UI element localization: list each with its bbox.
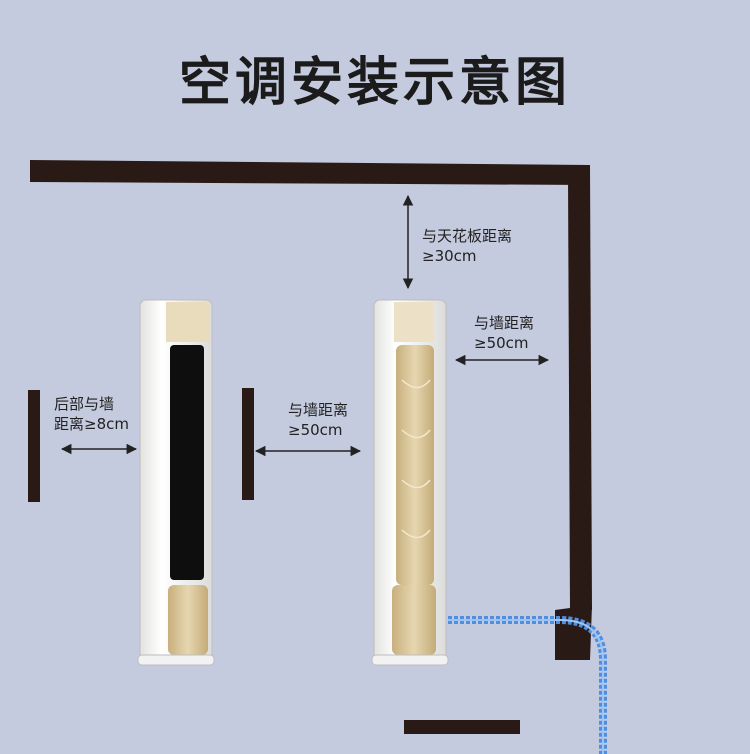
back-wall-short-left bbox=[28, 390, 40, 502]
page-title: 空调安装示意图 bbox=[178, 53, 571, 113]
ac-unit-right bbox=[371, 299, 449, 666]
ac-unit-left bbox=[137, 299, 215, 666]
floor-wall-piece bbox=[404, 720, 520, 734]
ceiling-wall bbox=[30, 160, 590, 185]
ceiling-label-line1: 与天花板距离 bbox=[422, 227, 513, 245]
ceiling-label-line2: ≥30cm bbox=[422, 247, 477, 265]
back-wall-short-center bbox=[242, 388, 254, 500]
side-wall-label-line1: 与墙距离 bbox=[288, 401, 349, 419]
side-wall-label: 与墙距离 ≥50cm bbox=[288, 400, 348, 440]
right-wall-label-line1: 与墙距离 bbox=[474, 314, 535, 332]
right-wall-label-line2: ≥50cm bbox=[474, 334, 529, 352]
back-wall-label: 后部与墙 距离≥8cm bbox=[54, 394, 129, 434]
refrigerant-pipe bbox=[448, 616, 607, 754]
back-wall-label-line1: 后部与墙 bbox=[54, 395, 115, 413]
right-wall bbox=[555, 165, 592, 660]
right-wall-label: 与墙距离 ≥50cm bbox=[474, 313, 534, 353]
back-wall-label-line2: 距离≥8cm bbox=[54, 415, 129, 433]
side-wall-label-line2: ≥50cm bbox=[288, 421, 343, 439]
ceiling-label: 与天花板距离 ≥30cm bbox=[422, 226, 512, 266]
